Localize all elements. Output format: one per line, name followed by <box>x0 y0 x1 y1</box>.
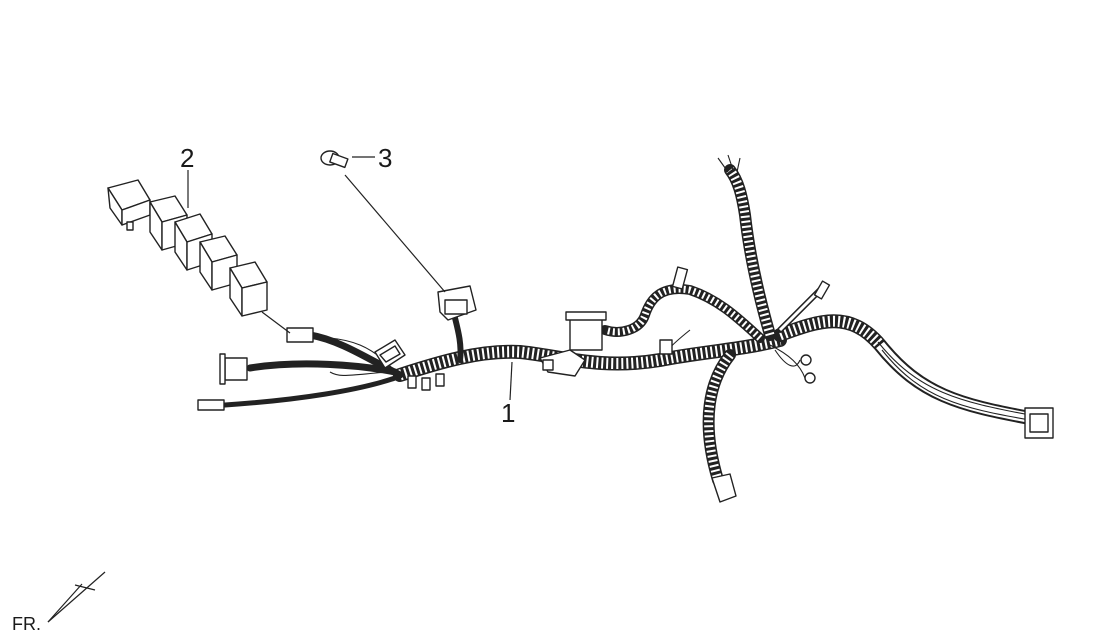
relay-group <box>107 179 268 317</box>
connector-far-right <box>1024 407 1054 439</box>
connector-left-pin <box>197 399 225 411</box>
leader-relay-to-connector <box>261 311 291 334</box>
relay-5 <box>229 261 268 317</box>
connector-top-small <box>671 266 689 290</box>
connector-upper-relay-lead <box>286 327 314 343</box>
connector-loop-end <box>565 311 607 351</box>
leader-lines <box>187 156 513 401</box>
front-direction-arrow-icon <box>47 571 106 623</box>
callout-relay-group: 2 <box>180 143 195 173</box>
main-harness <box>197 154 1054 503</box>
front-direction-label: FR. <box>12 614 41 634</box>
leader-1 <box>509 361 513 401</box>
connector-under-screw <box>437 285 477 321</box>
connector-thin-right <box>813 280 831 300</box>
screw <box>320 150 349 169</box>
connector-trunk-mid <box>539 349 586 377</box>
connector-mid-small <box>659 339 673 355</box>
harness-branch-loop <box>600 284 765 343</box>
relay-1 <box>107 179 151 231</box>
callout-harness: 1 <box>501 398 516 428</box>
connector-bottom <box>711 473 737 503</box>
connector-left-junction <box>374 339 406 369</box>
connector-left-square <box>219 353 248 385</box>
callout-screw: 3 <box>378 143 393 173</box>
leader-screw-to-connector <box>344 174 446 293</box>
